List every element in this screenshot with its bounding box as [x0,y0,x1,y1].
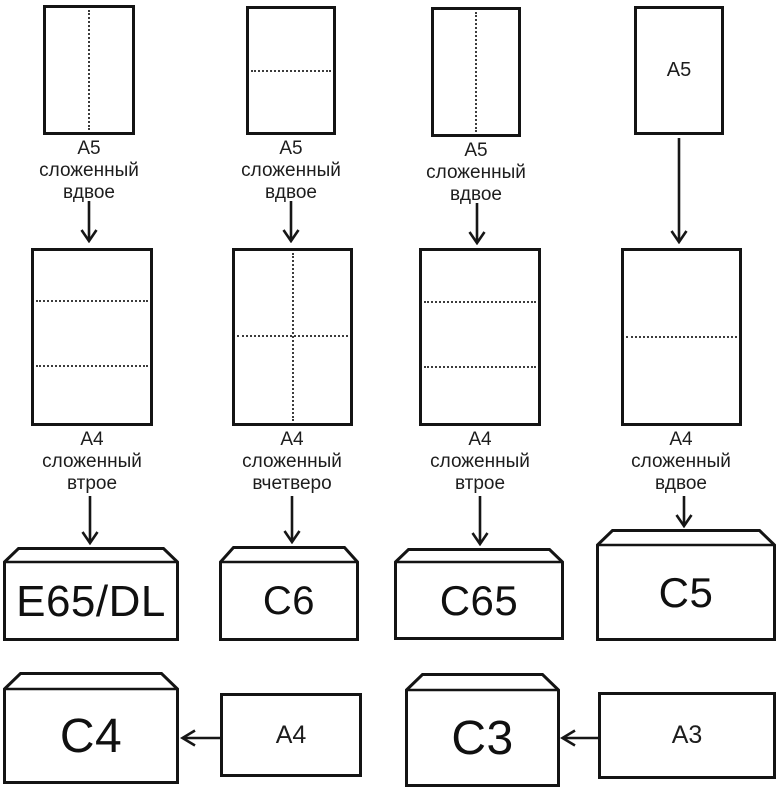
arrow-down-icon [670,138,688,244]
fold-line-horizontal-icon [36,300,148,302]
caption-line: вдвое [265,182,317,203]
paper-a4-bottom: А4 [220,693,362,777]
fold-line-horizontal-icon [251,70,331,72]
caption-line: сложенный [430,451,530,472]
paper-a4-col4 [621,248,742,426]
caption-line: А5 [279,138,303,159]
envelope-c4: C4 [3,672,179,784]
fold-line-horizontal-icon [626,336,737,338]
arrow-left-icon [180,729,220,747]
arrow-down-icon [81,496,99,545]
caption-line: А4 [468,429,492,450]
envelope-shape-icon [405,673,560,787]
fold-line-vertical-icon [291,253,294,421]
paper-a3-bottom: А3 [598,692,776,779]
caption-line: сложенный [241,160,341,181]
paper-a4-col3 [419,248,541,426]
arrow-down-icon [282,201,300,243]
caption-line: А4 [280,429,304,450]
arrow-down-icon [471,496,489,546]
caption-line: сложенный [242,451,342,472]
envelope-c3-label: C3 [451,712,514,765]
fold-line-vertical-icon [88,10,90,130]
fold-line-horizontal-icon [424,366,536,368]
fold-line-vertical-icon [475,12,477,132]
arrow-down-icon [468,203,486,245]
paper-a4-col1 [31,248,153,426]
paper-a3-bottom-label: А3 [671,721,703,749]
caption-line: вчетверо [252,473,332,494]
paper-a4-bottom-label: А4 [275,720,307,749]
envelope-shape-icon [219,546,359,641]
envelope-c4-label: C4 [59,710,123,763]
paper-a5-col3 [431,7,521,137]
paper-a4-col2 [232,248,353,426]
caption-line: А4 [669,429,693,450]
envelope-e65dl: E65/DL [3,547,179,641]
caption-line: сложенный [426,162,526,183]
envelope-c6-label: C6 [262,579,316,623]
envelope-c5: C5 [596,529,776,641]
paper-a5-col4-label: А5 [666,59,692,81]
arrow-down-icon [283,496,301,544]
caption-a5-col2: А5 сложенный вдвое [226,138,356,204]
arrow-down-icon [675,496,693,528]
caption-line: втрое [66,473,118,494]
caption-line: вдвое [63,182,115,203]
caption-line: А5 [464,140,488,161]
arrow-down-icon [80,201,98,243]
fold-line-horizontal-icon [424,301,536,303]
envelope-c3: C3 [405,673,560,787]
caption-line: сложенный [631,451,731,472]
envelope-c65-label: C65 [439,577,519,624]
envelope-e65dl-label: E65/DL [16,576,166,626]
fold-line-horizontal-icon [36,365,148,367]
caption-line: А4 [80,429,104,450]
envelope-c5-label: C5 [658,569,714,616]
caption-a4-col4: А4 сложенный вдвое [606,429,756,495]
caption-a4-col3: А4 сложенный втрое [405,429,555,495]
caption-line: вдвое [655,473,707,494]
caption-line: вдвое [450,184,502,205]
paper-a5-col2 [246,6,336,135]
caption-line: сложенный [42,451,142,472]
envelope-c65: C65 [394,548,564,640]
caption-line: А5 [77,138,101,159]
caption-a4-col1: А4 сложенный втрое [17,429,167,495]
caption-line: сложенный [39,160,139,181]
caption-line: втрое [454,473,506,494]
paper-a5-col1 [43,5,135,135]
envelope-shape-icon [394,548,564,640]
arrow-left-icon [560,729,598,747]
envelope-shape-icon [3,672,179,784]
caption-a5-col3: А5 сложенный вдвое [411,140,541,206]
paper-a5-col4: А5 [634,6,724,135]
envelope-shape-icon [3,547,179,641]
caption-a4-col2: А4 сложенный вчетверо [217,429,367,495]
envelope-c6-highlighted: C6 [219,546,359,641]
caption-a5-col1: А5 сложенный вдвое [24,138,154,204]
envelope-shape-icon [596,529,776,641]
